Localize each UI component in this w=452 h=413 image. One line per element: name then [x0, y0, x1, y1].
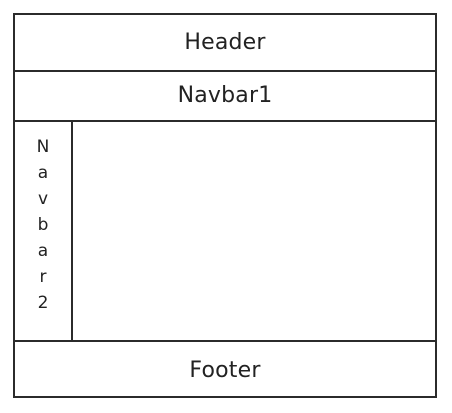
header-label: Header [184, 30, 266, 55]
navbar2-letter: a [37, 163, 49, 183]
navbar2-letter: N [36, 137, 50, 157]
footer-label: Footer [189, 357, 261, 383]
navbar2-letter: v [37, 189, 49, 209]
navbar2-letter: 2 [37, 293, 49, 313]
layout-frame: Header Navbar1 N a v b a r 2 Footer [13, 13, 437, 398]
navbar1-label: Navbar1 [177, 82, 273, 108]
header-region: Header [15, 15, 435, 72]
footer-region: Footer [15, 340, 435, 398]
navbar1-region: Navbar1 [15, 70, 435, 122]
navbar2-letter: a [37, 241, 49, 261]
navbar2-letter: b [37, 215, 49, 235]
navbar2-region: N a v b a r 2 [15, 120, 73, 340]
content-region: N a v b a r 2 [15, 120, 435, 340]
navbar2-letter: r [39, 267, 47, 287]
